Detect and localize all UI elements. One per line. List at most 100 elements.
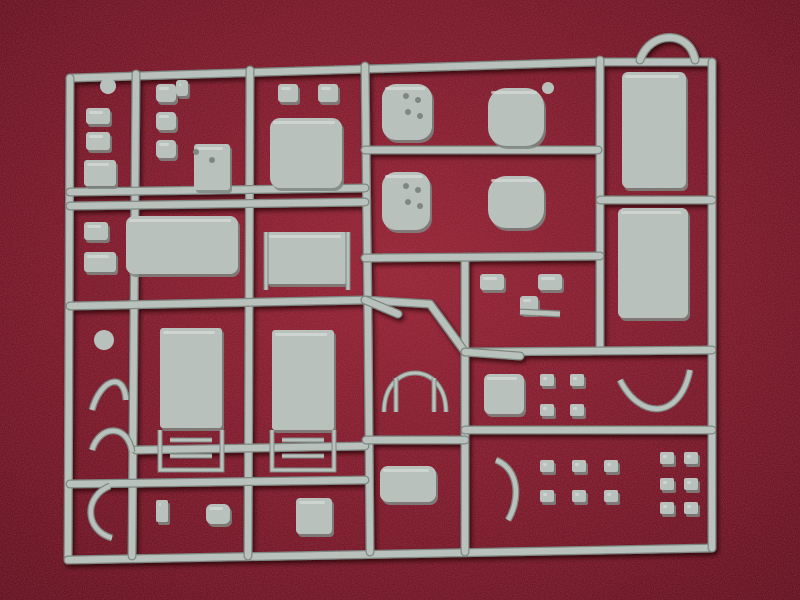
kit-part-highlight: [87, 255, 109, 258]
kit-part: [156, 500, 168, 522]
kit-part-highlight: [523, 299, 531, 302]
kit-part: [604, 490, 618, 502]
kit-part: [266, 232, 348, 284]
kit-part-highlight: [663, 455, 667, 458]
kit-part: [660, 452, 674, 464]
kit-part-highlight: [209, 507, 223, 510]
round-part: [403, 183, 409, 189]
runner-bar-face: [361, 296, 402, 318]
kit-part: [540, 460, 554, 472]
kit-part-highlight: [687, 505, 691, 508]
kit-part: [272, 330, 334, 430]
runner-bar-face: [66, 296, 369, 310]
kit-part-highlight: [89, 135, 103, 138]
curved-part: [89, 428, 135, 453]
kit-part: [604, 460, 618, 472]
round-part: [417, 113, 423, 119]
kit-part-highlight: [129, 219, 231, 222]
kit-part: [86, 132, 110, 150]
kit-part: [278, 84, 298, 102]
kit-part-highlight: [625, 75, 679, 78]
kit-part-highlight: [159, 115, 169, 118]
kit-part-highlight: [179, 83, 181, 86]
runner-bar-face: [66, 476, 369, 488]
runner-bar-face: [64, 544, 716, 564]
round-part: [94, 330, 114, 350]
kit-part-highlight: [607, 493, 611, 496]
kit-part: [538, 274, 562, 290]
kit-part: [488, 176, 544, 228]
kit-part-highlight: [543, 493, 547, 496]
kit-part: [84, 222, 108, 240]
round-part: [417, 203, 423, 209]
round-part: [209, 157, 215, 163]
kit-part: [540, 404, 554, 416]
round-part: [193, 149, 199, 155]
kit-part-highlight: [491, 179, 537, 182]
kit-part: [156, 140, 176, 158]
kit-part-highlight: [607, 463, 611, 466]
curved-part: [88, 483, 113, 541]
kit-part-highlight: [269, 235, 341, 238]
kit-part: [660, 502, 674, 514]
kit-part-highlight: [543, 377, 547, 380]
runner-bar-face: [64, 74, 74, 564]
runner-bar-face: [361, 252, 604, 262]
kit-part-highlight: [687, 481, 691, 484]
round-part: [403, 93, 409, 99]
kit-part-highlight: [321, 87, 331, 90]
round-part: [415, 187, 421, 193]
kit-part-highlight: [543, 463, 547, 466]
round-part: [100, 78, 116, 94]
curved-part: [89, 379, 129, 411]
kit-part: [156, 112, 176, 130]
frame-part: [394, 378, 436, 412]
round-part: [405, 109, 411, 115]
kit-part-highlight: [159, 87, 169, 90]
kit-part: [684, 452, 698, 464]
kit-part-highlight: [687, 455, 691, 458]
kit-part: [540, 490, 554, 502]
kit-part: [480, 274, 504, 290]
kit-part: [86, 108, 110, 124]
kit-part-highlight: [87, 225, 101, 228]
kit-part-highlight: [663, 481, 667, 484]
runner-bar-face: [461, 348, 524, 360]
kit-part: [684, 502, 698, 514]
runner-bar-face: [132, 442, 369, 454]
kit-part-highlight: [89, 111, 103, 114]
kit-part-highlight: [87, 163, 109, 166]
kit-part: [488, 88, 544, 146]
kit-part-highlight: [385, 87, 425, 90]
kit-part-highlight: [575, 493, 579, 496]
kit-part-highlight: [383, 469, 429, 472]
kit-part: [622, 72, 686, 188]
kit-part: [176, 80, 188, 96]
kit-part-highlight: [575, 463, 579, 466]
kit-part-highlight: [487, 377, 517, 380]
kit-part: [156, 84, 176, 102]
kit-part: [380, 466, 436, 502]
kit-part-highlight: [159, 143, 169, 146]
kit-part: [126, 216, 238, 274]
kit-part-highlight: [663, 505, 667, 508]
kit-part-highlight: [299, 501, 325, 504]
kit-part-highlight: [541, 277, 555, 280]
sprue-parts: [84, 72, 700, 542]
kit-part: [660, 478, 674, 490]
kit-part: [484, 374, 524, 414]
kit-part-highlight: [159, 503, 161, 506]
kit-part: [572, 460, 586, 472]
kit-part: [618, 208, 688, 318]
kit-part: [296, 498, 332, 534]
kit-part-highlight: [385, 175, 423, 178]
frame-part: [270, 430, 336, 472]
round-part: [405, 199, 411, 205]
kit-part-highlight: [197, 147, 223, 150]
kit-part: [570, 404, 584, 416]
runner-bar-face: [361, 296, 469, 356]
frame-part: [382, 371, 448, 413]
runner-bar-face: [636, 34, 699, 64]
kit-part-highlight: [491, 91, 537, 94]
